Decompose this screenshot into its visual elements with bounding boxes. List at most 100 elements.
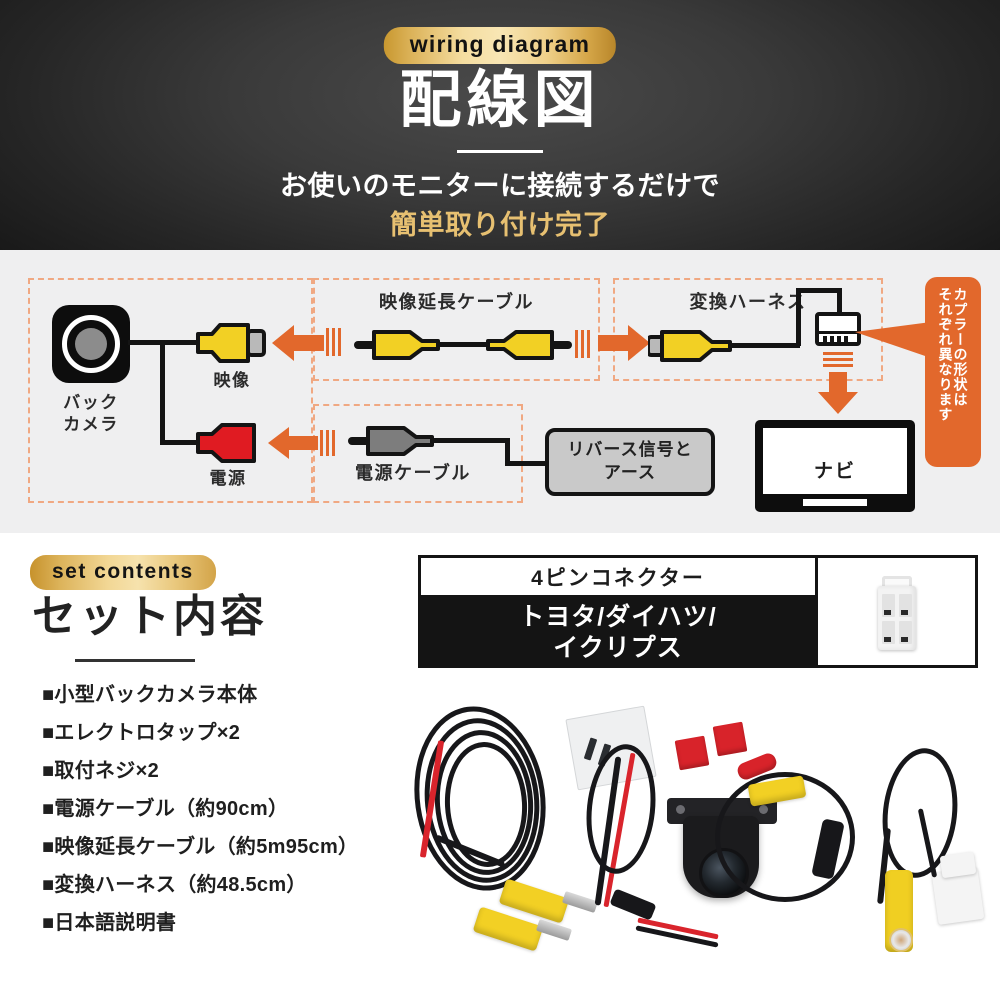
- camera-pigtail-loop: [715, 772, 855, 902]
- hero-section: wiring diagram 配線図 お使いのモニターに接続するだけで 簡単取り…: [0, 0, 1000, 250]
- electro-tap: [712, 721, 748, 757]
- set-contents-title: セット内容: [32, 592, 267, 641]
- rca-tip: [561, 891, 599, 913]
- video-cable-label: 映像延長ケーブル: [379, 292, 534, 312]
- list-item-label: 取付ネジ×2: [54, 760, 159, 782]
- list-item-label: 映像延長ケーブル（約5m95cm）: [54, 836, 359, 858]
- power-cable-dc-plug: [609, 888, 657, 921]
- connector-photo-cell: [818, 555, 978, 668]
- speed-lines-power: [320, 430, 342, 456]
- speed-lines-navi: [823, 352, 853, 368]
- dashed-group-power-cable: [313, 404, 523, 503]
- dashed-group-camera: [28, 278, 313, 503]
- speed-lines-harness: [575, 330, 597, 358]
- speed-lines-video: [326, 328, 348, 356]
- bullet-icon: ■: [42, 760, 55, 782]
- callout-pointer: [855, 322, 931, 358]
- navi-label: ナビ: [813, 461, 856, 482]
- product-photo: [405, 688, 990, 993]
- harness-wire-v1: [796, 288, 801, 346]
- power-cable-label: 電源ケーブル: [355, 463, 471, 483]
- connector-divider: [819, 331, 857, 334]
- list-item: ■取付ネジ×2: [42, 761, 412, 781]
- list-item: ■日本語説明書: [42, 913, 412, 933]
- hero-subtitle-line2: 簡単取り付け完了: [390, 210, 610, 240]
- list-item-label: 変換ハーネス（約48.5cm）: [54, 874, 307, 896]
- brands-line1: トヨタ/ダイハツ/: [519, 602, 717, 631]
- camera-ring-icon: [62, 315, 120, 373]
- set-contents-list: ■小型バックカメラ本体 ■エレクトロタップ×2 ■取付ネジ×2 ■電源ケーブル（…: [42, 685, 412, 951]
- harness-connector-icon: [815, 312, 861, 346]
- page-title: 配線図: [399, 66, 601, 135]
- list-item-label: 電源ケーブル（約90cm）: [54, 798, 289, 820]
- callout-text: カプラーの形状は それぞれ異なります: [925, 287, 981, 457]
- navi-stand: [803, 499, 867, 506]
- arrow-navi-down: [816, 372, 860, 414]
- camera-wire-to-power: [160, 440, 198, 445]
- callout-column-left: それぞれ異なります: [937, 287, 954, 422]
- brands-line2: イクリプス: [553, 634, 683, 662]
- camera-wire-to-video: [160, 340, 198, 345]
- connector-pins: [823, 336, 853, 345]
- hero-divider: [457, 150, 543, 153]
- video-cable-wire: [438, 342, 498, 347]
- set-contents-divider: [75, 659, 195, 662]
- arrow-video-left: [272, 322, 324, 364]
- electro-tap: [674, 735, 710, 771]
- set-contents-section: set contents セット内容 ■小型バックカメラ本体 ■エレクトロタップ…: [0, 533, 1000, 1000]
- list-item: ■エレクトロタップ×2: [42, 723, 412, 743]
- bullet-icon: ■: [42, 798, 55, 820]
- callout-column-right: カプラーの形状は: [952, 287, 969, 407]
- camera-video-label: 映像: [213, 371, 251, 390]
- navi-screen: ナビ: [763, 428, 907, 494]
- power-cable-wire-h1: [430, 438, 510, 443]
- set-contents-badge: set contents: [30, 555, 216, 590]
- harness-wire-h2: [796, 288, 842, 293]
- hero-badge: wiring diagram: [383, 27, 617, 64]
- camera-power-label: 電源: [209, 469, 247, 488]
- bullet-icon: ■: [42, 722, 55, 744]
- harness-jack-socket: [889, 928, 913, 952]
- video-cable-plug-left: [354, 328, 440, 362]
- arrow-power-left: [268, 424, 318, 462]
- camera-wire-vertical: [160, 340, 165, 445]
- bullet-icon: ■: [42, 874, 55, 896]
- list-item-label: エレクトロタップ×2: [54, 722, 241, 744]
- bullet-icon: ■: [42, 684, 55, 706]
- bullet-icon: ■: [42, 836, 55, 858]
- camera-wire-horizontal: [128, 340, 164, 345]
- connector-pin-holes: [881, 593, 912, 644]
- connector-table-brands: トヨタ/ダイハツ/ イクリプス: [421, 598, 815, 668]
- four-pin-connector-icon: [872, 572, 922, 652]
- rca-tip: [535, 919, 573, 941]
- coupler-callout: カプラーの形状は それぞれ異なります: [925, 277, 981, 467]
- arrow-harness-right: [598, 322, 650, 364]
- list-item-label: 日本語説明書: [54, 912, 177, 934]
- camera-lens-icon: [75, 328, 107, 360]
- harness-wire-h1: [730, 343, 800, 348]
- list-item: ■小型バックカメラ本体: [42, 685, 412, 705]
- connector-table-header: 4ピンコネクター: [421, 558, 815, 598]
- hero-subtitle-line1: お使いのモニターに接続するだけで: [280, 171, 720, 201]
- harness-white-connector-clip: [939, 851, 977, 879]
- list-item: ■電源ケーブル（約90cm）: [42, 799, 412, 819]
- dashed-group-video-cable: [313, 278, 600, 381]
- camera-video-plug: [196, 322, 268, 364]
- camera-power-plug: [196, 422, 262, 464]
- video-cable-plug-right: [486, 328, 572, 362]
- harness-plug: [646, 328, 734, 364]
- list-item: ■変換ハーネス（約48.5cm）: [42, 875, 412, 895]
- reverse-signal-line2: アース: [603, 463, 657, 482]
- harness-wire-v2: [837, 288, 842, 318]
- power-cable-wire-h2: [505, 461, 550, 466]
- bullet-icon: ■: [42, 912, 55, 934]
- reverse-signal-line1: リバース信号と: [567, 440, 693, 460]
- list-item: ■映像延長ケーブル（約5m95cm）: [42, 837, 412, 857]
- power-cable-plug: [348, 424, 434, 458]
- power-cable-wire-v: [505, 438, 510, 466]
- navi-monitor-icon: ナビ: [755, 420, 915, 512]
- connector-table: 4ピンコネクター トヨタ/ダイハツ/ イクリプス: [418, 555, 818, 668]
- back-camera-icon: [52, 305, 130, 383]
- reverse-signal-box: リバース信号と アース: [545, 428, 715, 496]
